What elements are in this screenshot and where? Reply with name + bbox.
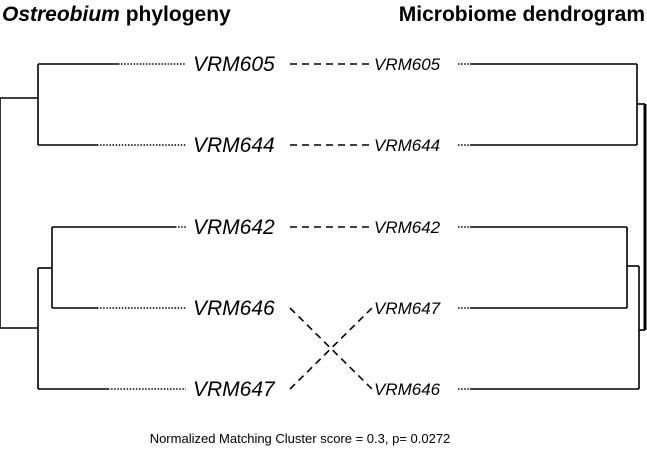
left-title-rest: phylogeny xyxy=(120,3,231,26)
connector-vrm646 xyxy=(289,307,373,390)
right-tree xyxy=(458,63,647,390)
left-title-genus: Ostreobium xyxy=(2,3,120,26)
left-leaf-label: VRM647 xyxy=(193,378,276,401)
right-leaf-label: VRM642 xyxy=(374,218,441,237)
right-panel-title: Microbiome dendrogram xyxy=(399,3,645,26)
right-leaf-label: VRM647 xyxy=(374,299,441,318)
left-leaf-label: VRM642 xyxy=(193,216,275,239)
leaf-connectors xyxy=(289,63,373,390)
left-leaf-label: VRM605 xyxy=(193,53,275,76)
left-leaf-labels: VRM605 VRM644 VRM642 VRM646 VRM647 xyxy=(193,53,276,401)
connector-vrm647 xyxy=(289,307,373,390)
left-tree xyxy=(0,63,186,390)
matching-score-caption: Normalized Matching Cluster score = 0.3,… xyxy=(150,431,451,446)
left-leaf-label: VRM646 xyxy=(193,297,275,320)
right-leaf-label: VRM644 xyxy=(374,136,440,155)
right-leaf-label: VRM605 xyxy=(374,55,441,74)
left-leaf-label: VRM644 xyxy=(193,134,275,157)
right-leaf-labels: VRM605 VRM644 VRM642 VRM647 VRM646 xyxy=(374,55,441,399)
left-panel-title: Ostreobium phylogeny xyxy=(2,3,231,26)
right-leaf-label: VRM646 xyxy=(374,380,441,399)
